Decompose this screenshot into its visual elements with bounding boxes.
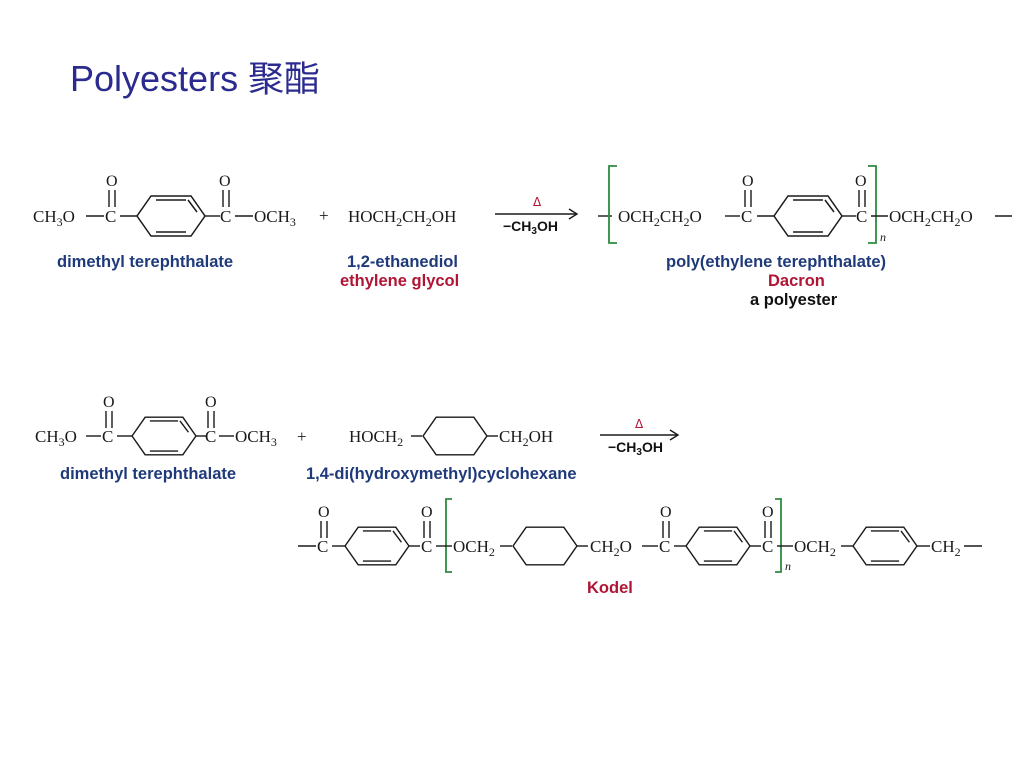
cyclohexane-ring — [512, 526, 578, 566]
reaction-arrow-1: Δ −CH3OH — [495, 195, 579, 237]
slide-title: Polyesters 聚酯 — [70, 58, 321, 99]
cyclohexanedimethanol-structure: HOCH2 CH2OH — [349, 416, 553, 456]
svg-text:O: O — [205, 394, 217, 411]
svg-text:CH2: CH2 — [931, 537, 961, 559]
carbonyl-oxygen: O — [106, 173, 118, 190]
reaction-2: CH3O C O O C OCH3 dimethyl terephthalate… — [35, 394, 982, 597]
repeat-unit-n: n — [880, 230, 886, 244]
svg-text:CH2OH: CH2OH — [499, 427, 553, 449]
label-dimethyl-terephthalate: dimethyl terephthalate — [57, 253, 233, 271]
label-cyclohexane-diol: 1,4-di(hydroxymethyl)cyclohexane — [306, 465, 577, 483]
svg-text:OCH2: OCH2 — [794, 537, 836, 559]
svg-text:CH3O: CH3O — [33, 207, 75, 229]
svg-text:C: C — [421, 537, 432, 556]
carbonyl-carbon: C — [105, 207, 116, 226]
svg-text:HOCH2: HOCH2 — [349, 427, 403, 449]
svg-text:OCH2CH2O: OCH2CH2O — [618, 207, 702, 229]
label-ethylene-glycol: ethylene glycol — [340, 272, 459, 290]
carbonyl-oxygen: O — [219, 173, 231, 190]
kodel-structure: C O O C OCH2 CH2O C O O — [298, 498, 982, 573]
svg-text:O: O — [762, 504, 774, 521]
svg-text:OCH2CH2O: OCH2CH2O — [889, 207, 973, 229]
svg-text:C: C — [856, 207, 867, 226]
benzene-ring — [131, 416, 197, 456]
dimethyl-terephthalate-structure-1: CH3O C O O C OCH3 — [33, 173, 296, 237]
svg-text:Δ: Δ — [533, 195, 542, 209]
svg-text:CH3O: CH3O — [35, 427, 77, 449]
svg-text:CH2O: CH2O — [590, 537, 632, 559]
label-kodel: Kodel — [587, 579, 633, 597]
svg-text:Δ: Δ — [635, 417, 644, 431]
svg-text:C: C — [741, 207, 752, 226]
repeat-unit-n: n — [785, 559, 791, 573]
cyclohexane-ring — [422, 416, 488, 456]
svg-text:OCH2: OCH2 — [453, 537, 495, 559]
benzene-ring — [773, 195, 843, 237]
arrow-condition: −CH3OH — [608, 439, 663, 458]
svg-text:O: O — [660, 504, 672, 521]
label-ethanediol: 1,2-ethanediol — [347, 253, 458, 271]
label-dacron: Dacron — [768, 272, 825, 290]
svg-text:O: O — [318, 504, 330, 521]
dimethyl-terephthalate-structure-2: CH3O C O O C OCH3 — [35, 394, 277, 456]
benzene-ring — [852, 526, 918, 566]
svg-text:C: C — [102, 427, 113, 446]
benzene-ring — [685, 526, 751, 566]
plus-sign: + — [319, 206, 329, 225]
svg-text:OCH3: OCH3 — [254, 207, 296, 229]
svg-text:OCH3: OCH3 — [235, 427, 277, 449]
label-pet: poly(ethylene terephthalate) — [666, 253, 886, 271]
pet-structure: OCH2CH2O C O O C n OCH2CH2O — [598, 165, 1012, 244]
benzene-ring — [344, 526, 410, 566]
carbonyl-carbon: C — [220, 207, 231, 226]
arrow-condition: −CH3OH — [503, 218, 558, 237]
label-a-polyester: a polyester — [750, 291, 838, 309]
svg-text:O: O — [855, 173, 867, 190]
svg-text:C: C — [205, 427, 216, 446]
svg-text:C: C — [317, 537, 328, 556]
svg-text:C: C — [762, 537, 773, 556]
svg-text:O: O — [103, 394, 115, 411]
label-dimethyl-terephthalate-2: dimethyl terephthalate — [60, 465, 236, 483]
svg-text:O: O — [421, 504, 433, 521]
ethylene-glycol-formula: HOCH2CH2OH — [348, 207, 456, 229]
benzene-ring — [136, 195, 206, 237]
reaction-1: CH3O C O O C OCH3 dimethyl terephthalate… — [33, 165, 1012, 309]
reaction-arrow-2: Δ −CH3OH — [600, 417, 680, 458]
plus-sign: + — [297, 427, 307, 446]
svg-text:C: C — [659, 537, 670, 556]
svg-text:O: O — [742, 173, 754, 190]
